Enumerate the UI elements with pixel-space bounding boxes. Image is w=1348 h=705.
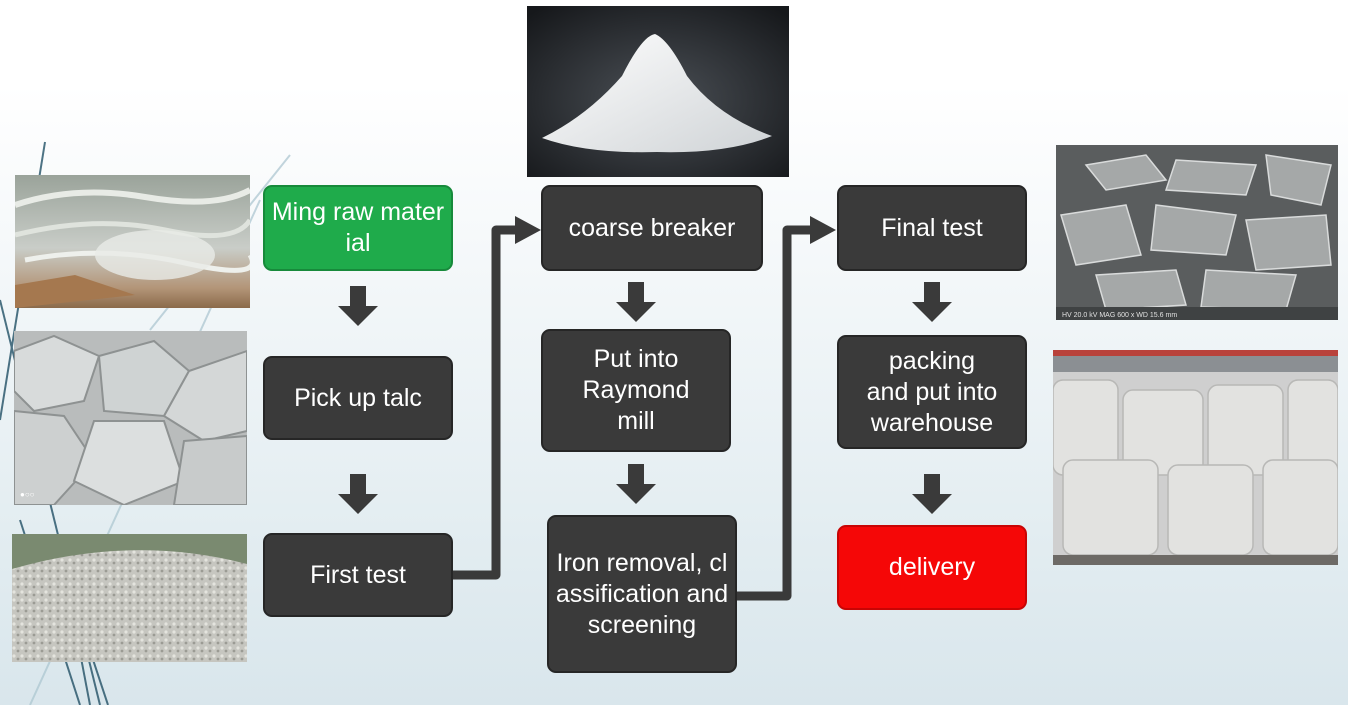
- crushed-talc-photo: [12, 534, 247, 662]
- bulk-bags-photo: [1053, 350, 1338, 565]
- powder-photo: [527, 6, 789, 177]
- talc-rocks-photo: ●○○: [14, 331, 247, 505]
- step-coarse-breaker: coarse breaker: [541, 185, 763, 271]
- step-mining-raw-material: Ming raw material: [263, 185, 453, 271]
- step-first-test: First test: [263, 533, 453, 617]
- step-raymond-mill: Put into Raymond mill: [541, 329, 731, 452]
- step-pick-up-talc: Pick up talc: [263, 356, 453, 440]
- step-iron-removal: Iron removal, classification and screeni…: [547, 515, 737, 673]
- step-delivery: delivery: [837, 525, 1027, 610]
- svg-text:●○○: ●○○: [20, 490, 35, 499]
- quarry-photo: [15, 175, 250, 308]
- step-final-test: Final test: [837, 185, 1027, 271]
- step-packing-warehouse: packing and put into warehouse: [837, 335, 1027, 449]
- svg-text:HV 20.0 kV MAG 600 x WD 15: HV 20.0 kV MAG 600 x WD 15.6 mm: [1062, 312, 1177, 319]
- microscope-photo: HV 20.0 kV MAG 600 x WD 15.6 mm: [1056, 145, 1338, 320]
